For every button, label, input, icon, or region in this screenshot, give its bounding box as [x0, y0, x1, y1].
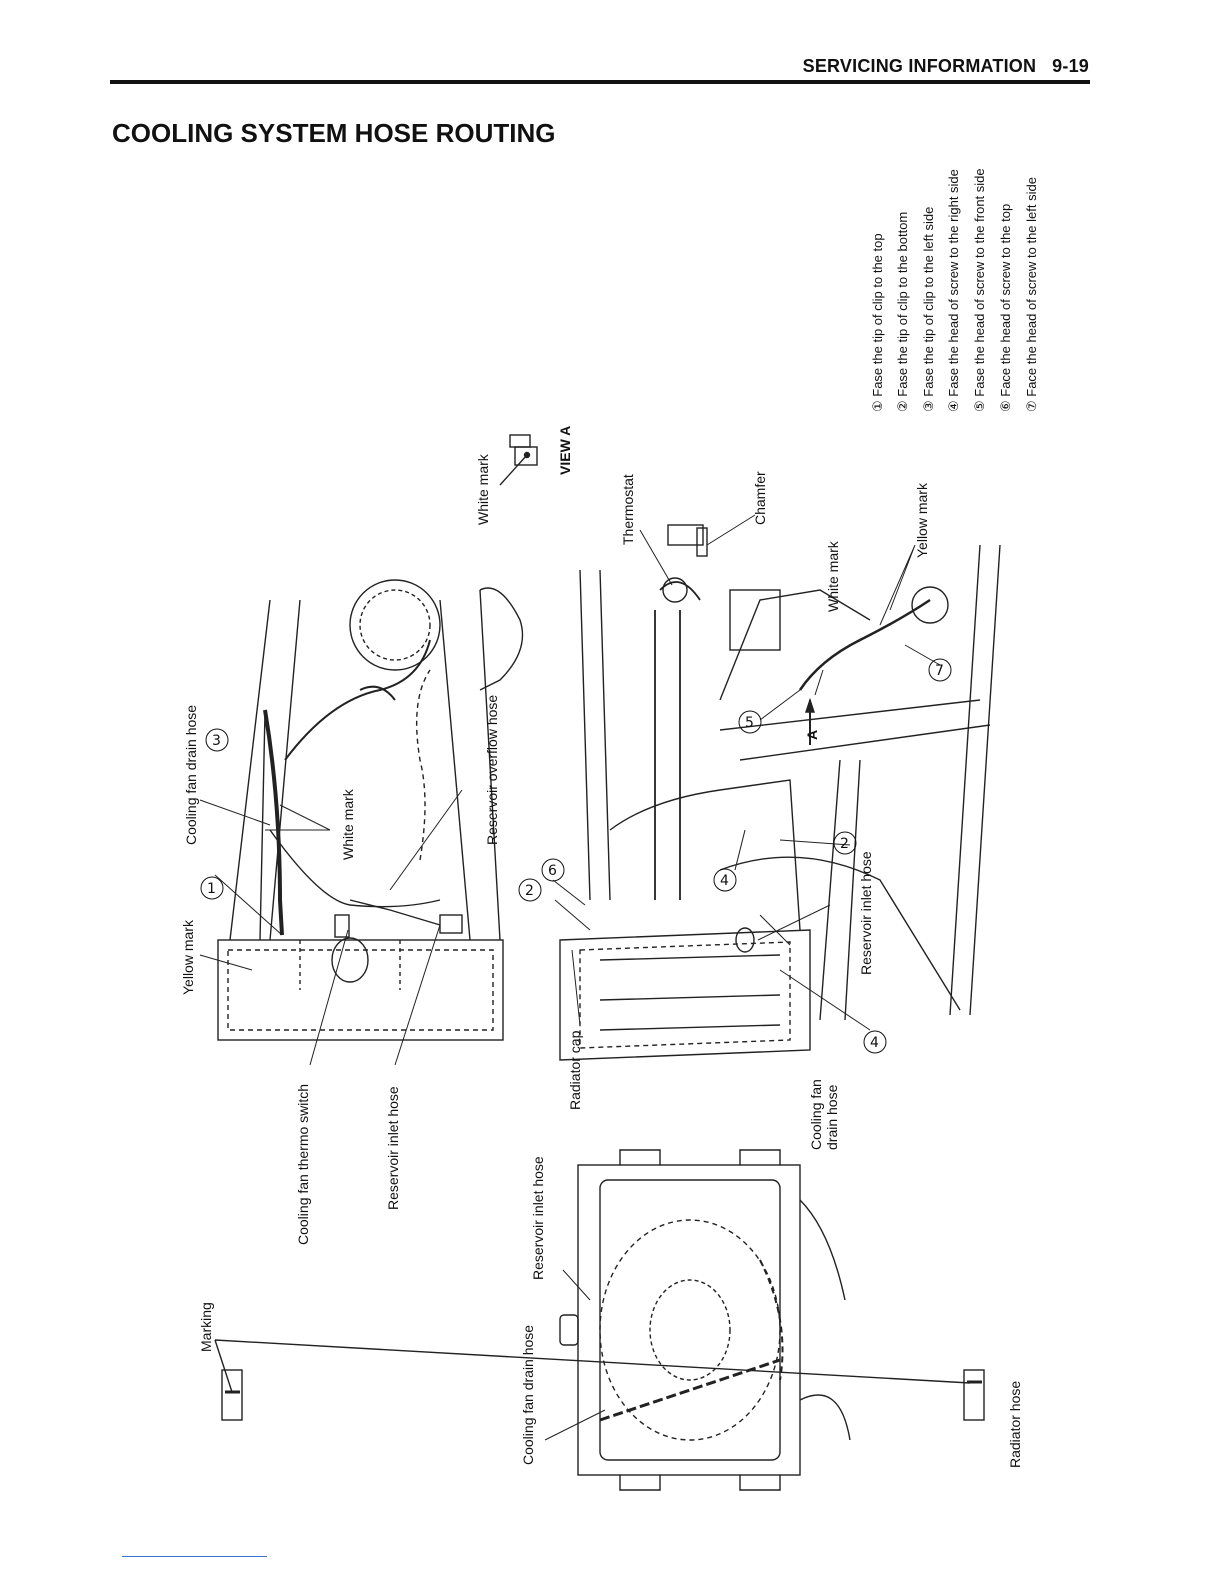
callout-7: 7 [928, 658, 952, 682]
label-white-mark-left: White mark [340, 789, 356, 860]
note-6: ⑥ Face the head of screw to the top [998, 203, 1013, 412]
label-drain-hose-2: drain hose [824, 1084, 840, 1150]
section-title: SERVICING INFORMATION [802, 56, 1037, 76]
label-radiator-hose: Radiator hose [1007, 1380, 1023, 1468]
label-cooling-fan-thermo-switch: Cooling fan thermo switch [295, 1083, 311, 1245]
svg-text:5: 5 [745, 715, 754, 731]
left-figure [217, 579, 524, 1041]
note-5: ⑤ Fase the head of screw to the front si… [972, 168, 987, 412]
svg-text:2: 2 [840, 836, 849, 852]
note-3: ③ Fase the tip of clip to the left side [921, 206, 936, 412]
label-white-mark-right: White mark [825, 541, 841, 612]
label-marking: Marking [198, 1302, 214, 1352]
note-4: ④ Fase the head of screw to the right si… [946, 169, 961, 412]
callout-2b: 2 [833, 831, 857, 855]
svg-text:6: 6 [548, 863, 557, 879]
callout-4a: 4 [713, 868, 737, 892]
callout-2a: 2 [518, 878, 542, 902]
page-number: 9-19 [1052, 56, 1089, 76]
label-reservoir-inlet-hose-bottom: Reservoir inlet hose [530, 1156, 546, 1280]
note-2: ② Fase the tip of clip to the bottom [895, 211, 910, 412]
footer-link-line [122, 1556, 267, 1557]
callout-4b: 4 [863, 1030, 887, 1054]
note-1: ① Fase the tip of clip to the top [870, 233, 885, 412]
label-chamfer: Chamfer [752, 471, 768, 525]
label-reservoir-inlet-hose-left: Reservoir inlet hose [385, 1086, 401, 1210]
svg-text:3: 3 [212, 733, 221, 749]
label-yellow-mark-left: Yellow mark [180, 920, 196, 995]
page-header: SERVICING INFORMATION 9-19 [803, 56, 1089, 77]
label-cooling-fan-drain-hose-bottom: Cooling fan drain hose [520, 1324, 536, 1465]
label-yellow-mark-right: Yellow mark [914, 483, 930, 558]
label-cooling-fan-1: Cooling fan [808, 1079, 824, 1150]
svg-text:7: 7 [935, 663, 944, 679]
right-figure [559, 524, 1001, 1061]
svg-text:4: 4 [720, 873, 729, 889]
svg-text:1: 1 [207, 881, 216, 897]
header-rule [110, 80, 1090, 84]
svg-text:2: 2 [525, 883, 534, 899]
label-radiator-cap: Radiator cap [567, 1030, 583, 1110]
page-title: COOLING SYSTEM HOSE ROUTING [112, 118, 556, 148]
view-a-sketch [499, 434, 538, 486]
label-reservoir-inlet-hose-right: Reservoir inlet hose [858, 851, 874, 975]
label-view-a: VIEW A [557, 425, 573, 475]
label-white-mark-view: White mark [475, 454, 491, 525]
label-thermostat: Thermostat [620, 474, 636, 545]
callout-6: 6 [541, 858, 565, 882]
callout-5: 5 [738, 710, 762, 734]
callout-3: 3 [205, 728, 229, 752]
label-cooling-fan-drain-hose-top: Cooling fan drain hose [183, 704, 199, 845]
callout-1: 1 [200, 876, 224, 900]
bottom-figure [214, 1149, 985, 1491]
note-7: ⑦ Face the head of screw to the left sid… [1024, 177, 1039, 412]
svg-text:4: 4 [870, 1035, 879, 1051]
label-reservoir-overflow-hose: Reservoir overflow hose [484, 694, 500, 845]
label-arrow-a: A [804, 729, 820, 740]
